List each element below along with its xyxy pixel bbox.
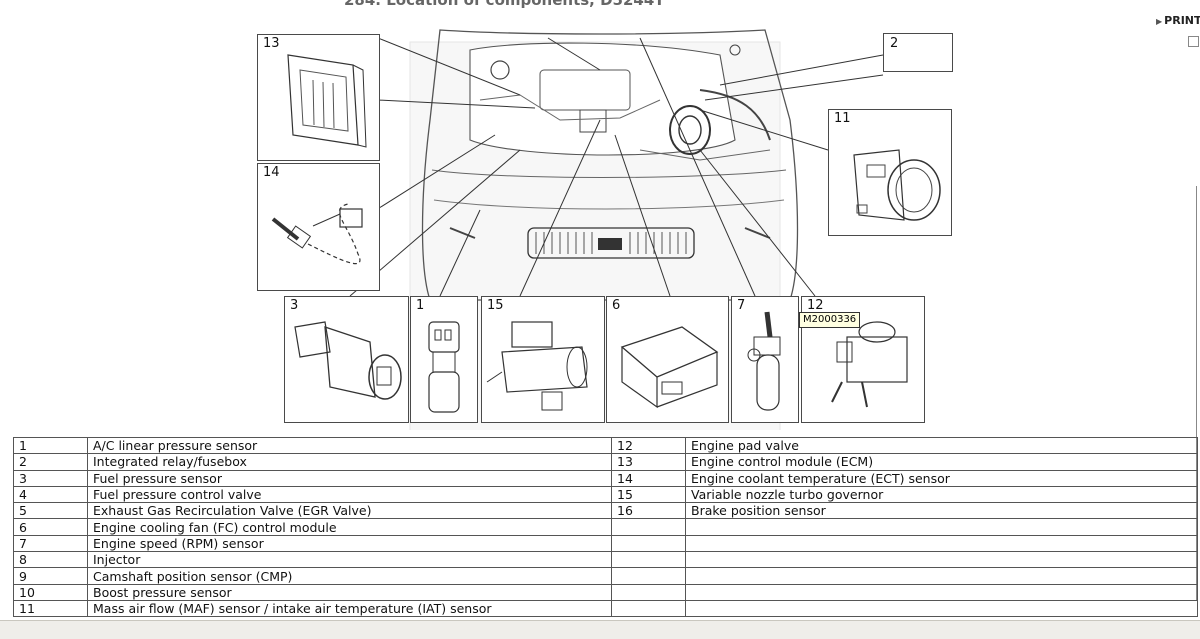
component-name [685, 567, 1198, 585]
fan-control-module-icon [620, 326, 719, 409]
component-name: Engine coolant temperature (ECT) sensor [685, 469, 1198, 487]
callout-number: 12 [807, 298, 824, 313]
image-id-tooltip: M2000336 [799, 312, 861, 328]
callout-box-3: 3 [284, 296, 409, 423]
component-number [611, 599, 686, 618]
print-checkbox[interactable] [1188, 36, 1199, 47]
component-name [685, 599, 1198, 618]
component-number: 11 [13, 599, 88, 618]
component-number [611, 551, 686, 569]
ecm-module-icon [287, 54, 367, 148]
component-number: 5 [13, 502, 88, 520]
component-name: Brake position sensor [685, 502, 1198, 520]
callout-number: 11 [834, 111, 851, 126]
component-name: A/C linear pressure sensor [87, 436, 612, 455]
component-number [611, 518, 686, 536]
component-location-diagram: 13 2 11 14 3 [257, 29, 953, 430]
print-button[interactable]: ▶PRINT [1156, 14, 1200, 27]
component-number: 12 [611, 436, 686, 455]
ac-pressure-sensor-icon [428, 321, 460, 413]
component-name [685, 583, 1198, 601]
component-number: 7 [13, 534, 88, 553]
ect-sensor-icon [271, 203, 363, 265]
component-number: 4 [13, 485, 88, 504]
component-name [685, 551, 1198, 569]
component-name: Camshaft position sensor (CMP) [87, 567, 612, 585]
component-number [611, 567, 686, 585]
component-number: 15 [611, 485, 686, 504]
component-number: 8 [13, 551, 88, 569]
component-name [685, 518, 1198, 536]
component-name: Integrated relay/fusebox [87, 453, 612, 471]
callout-number: 14 [263, 165, 280, 180]
component-number [611, 583, 686, 601]
component-name: Boost pressure sensor [87, 583, 612, 601]
frame-divider [1196, 186, 1197, 601]
component-name [685, 534, 1198, 553]
component-name: Exhaust Gas Recirculation Valve (EGR Val… [87, 502, 612, 520]
callout-box-6: 6 [606, 296, 729, 423]
callout-box-15: 15 [481, 296, 605, 423]
callout-number: 2 [890, 36, 899, 51]
component-name: Engine pad valve [685, 436, 1198, 455]
callout-box-1: 1 [410, 296, 478, 423]
component-name: Injector [87, 551, 612, 569]
callout-number: 3 [290, 298, 299, 313]
component-number: 10 [13, 583, 88, 601]
component-number: 6 [13, 518, 88, 536]
fuel-pressure-sensor-icon [294, 321, 402, 400]
component-number: 3 [13, 469, 88, 487]
component-number: 9 [13, 567, 88, 585]
callout-number: 1 [416, 298, 425, 313]
pad-valve-icon [831, 321, 908, 408]
turbo-governor-icon [486, 321, 588, 411]
callout-number: 13 [263, 36, 280, 51]
component-number: 13 [611, 453, 686, 471]
callout-number: 7 [737, 298, 746, 313]
component-name: Fuel pressure sensor [87, 469, 612, 487]
maf-sensor-icon [853, 149, 941, 221]
component-name: Engine speed (RPM) sensor [87, 534, 612, 553]
callout-number: 6 [612, 298, 621, 313]
callout-box-11: 11 [828, 109, 952, 236]
callout-box-13: 13 [257, 34, 380, 161]
component-name: Variable nozzle turbo governor [685, 485, 1198, 504]
component-number: 16 [611, 502, 686, 520]
component-name: Mass air flow (MAF) sensor / intake air … [87, 599, 612, 618]
component-number: 1 [13, 436, 88, 455]
component-name: Fuel pressure control valve [87, 485, 612, 504]
callout-box-2: 2 [883, 33, 953, 72]
print-arrow-icon: ▶ [1156, 17, 1163, 26]
component-name: Engine control module (ECM) [685, 453, 1198, 471]
component-name: Engine cooling fan (FC) control module [87, 518, 612, 536]
callout-number: 15 [487, 298, 504, 313]
component-number: 14 [611, 469, 686, 487]
rpm-sensor-icon [747, 311, 781, 411]
callout-box-14: 14 [257, 163, 380, 291]
print-label: PRINT [1164, 14, 1200, 27]
callout-box-7: 7 [731, 296, 799, 423]
component-number: 2 [13, 453, 88, 471]
status-bar [0, 620, 1200, 639]
page-title: 284. Location of components, D5244T [344, 0, 665, 9]
component-number [611, 534, 686, 553]
